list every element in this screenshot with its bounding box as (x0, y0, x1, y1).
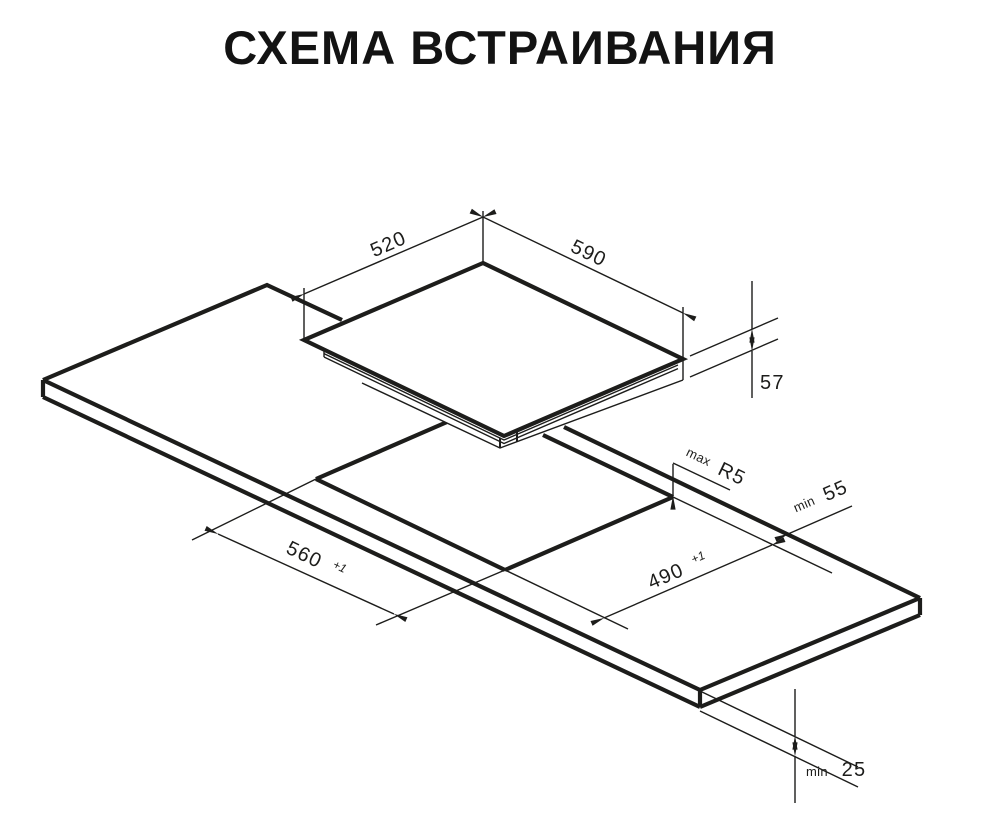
extension-line-2 (375, 569, 506, 626)
dimension-label-520: 520 (367, 227, 410, 262)
countertop-right-end-edge (699, 596, 921, 692)
cooktop-glass-edge-line1 (323, 352, 679, 441)
countertop-back-edge-right (563, 425, 921, 600)
dimension-label-min-55: min 55 (789, 474, 851, 519)
dimension-hob-height-57: 57 (689, 281, 785, 398)
leader-underline (672, 462, 731, 491)
dimension-back-clearance: min 55 (774, 474, 853, 542)
countertop-left-end-and-back-edge (42, 282, 343, 382)
dimension-line-590 (469, 208, 697, 322)
cooktop-box-bottom-right-edge (499, 379, 684, 449)
cooktop-glass-edge-line2 (323, 356, 679, 445)
extension-line-1 (191, 478, 317, 541)
countertop-front-edge (42, 378, 701, 692)
dimension-corner-radius: max R5 (670, 444, 749, 510)
dimension-label-57: 57 (760, 372, 785, 394)
extension-line-front (504, 569, 629, 630)
cooktop-silhouette (304, 263, 683, 449)
countertop-right-bottom-edge (699, 613, 921, 709)
cutout-back-edge (542, 433, 674, 499)
cooktop (298, 260, 689, 449)
extension-line-back (672, 496, 833, 574)
dimension-cutout-490: 490 +1 (504, 496, 833, 630)
dimension-line-560 (204, 526, 408, 622)
dimension-line-490 (590, 537, 786, 626)
dimension-line-520 (290, 209, 497, 302)
cooktop-box-bottom-left-edge (361, 382, 501, 449)
dimension-label-490: 490 +1 (644, 548, 710, 594)
dimension-label-590: 590 (567, 236, 610, 272)
cooktop-top-surface (298, 260, 689, 439)
cutout-right-edge (504, 495, 674, 572)
cutout-front-edge (315, 477, 506, 572)
dimension-bottom-clearance: min 25 (699, 689, 866, 803)
dimension-label-min-25: min 25 (806, 759, 866, 781)
dimension-label-560: 560 +1 (283, 536, 349, 584)
extension-line-upper (699, 690, 859, 768)
cutout-opening (315, 420, 674, 572)
extension-line-bottom-level (689, 338, 779, 378)
cutout-left-edge (315, 420, 448, 481)
extension-line-top-level (689, 317, 779, 357)
page-title: СХЕМА ВСТРАИВАНИЯ (223, 21, 777, 74)
extension-line-lower (699, 710, 859, 788)
leader-arrow (774, 505, 853, 542)
dimension-cutout-560: 560 +1 (191, 478, 506, 626)
